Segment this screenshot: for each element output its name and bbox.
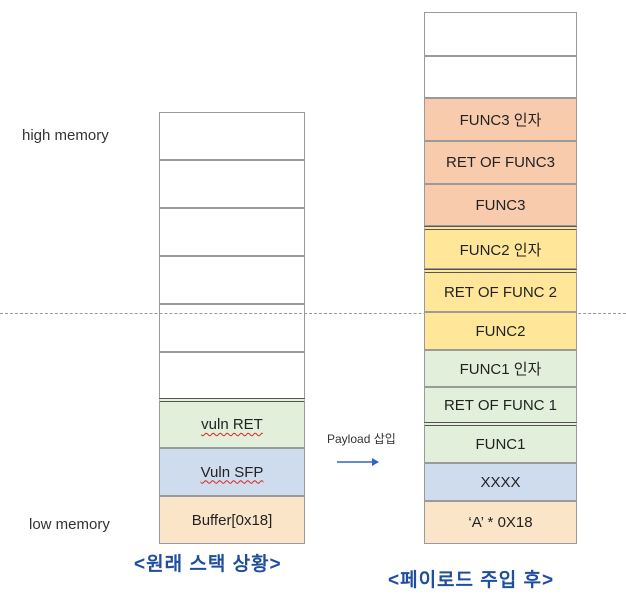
func3-label: FUNC3 xyxy=(475,196,526,214)
xxxx-slot: XXXX xyxy=(424,463,577,501)
ret-func1-label: RET OF FUNC 1 xyxy=(443,396,558,414)
stack-slot-empty xyxy=(159,160,305,208)
func2-arg-label: FUNC2 인자 xyxy=(459,241,542,259)
func2-arg-slot: FUNC2 인자 xyxy=(424,226,577,269)
ret-func3-label: RET OF FUNC3 xyxy=(446,154,555,171)
stack-slot-empty xyxy=(424,12,577,56)
payload-arrow-icon xyxy=(337,458,379,466)
low-memory-label: low memory xyxy=(29,516,110,533)
func3-arg-slot: FUNC3 인자 xyxy=(424,98,577,141)
a-fill-label: ‘A’ * 0X18 xyxy=(468,514,533,531)
stack-slot-empty xyxy=(159,352,305,400)
buffer-slot: Buffer[0x18] xyxy=(159,496,305,544)
memory-divider-line xyxy=(0,313,626,314)
ret-func2-slot: RET OF FUNC 2 xyxy=(424,269,577,312)
stack-slot-empty xyxy=(159,256,305,304)
stack-slot-empty xyxy=(159,208,305,256)
stack-slot-empty xyxy=(424,56,577,98)
ret-func1-slot: RET OF FUNC 1 xyxy=(424,387,577,423)
func1-label: FUNC1 xyxy=(475,435,526,453)
vuln-ret-label: vuln RET xyxy=(201,416,263,433)
payload-label: Payload 삽입 xyxy=(327,432,396,446)
func1-arg-slot: FUNC1 인자 xyxy=(424,350,577,387)
original-stack-caption: <원래 스택 상황> xyxy=(134,554,282,575)
func1-slot: FUNC1 xyxy=(424,422,577,463)
vuln-ret-slot: vuln RET xyxy=(159,398,305,448)
xxxx-label: XXXX xyxy=(480,473,521,491)
stack-slot-empty xyxy=(159,112,305,160)
ret-func2-label: RET OF FUNC 2 xyxy=(443,283,558,301)
vuln-sfp-slot: Vuln SFP xyxy=(159,448,305,496)
func3-arg-label: FUNC3 인자 xyxy=(459,112,542,129)
stack-slot-empty xyxy=(159,304,305,352)
buffer-label: Buffer[0x18] xyxy=(191,511,273,529)
func1-arg-label: FUNC1 인자 xyxy=(459,361,542,378)
func3-slot: FUNC3 xyxy=(424,184,577,226)
vuln-sfp-label: Vuln SFP xyxy=(200,463,264,481)
ret-func3-slot: RET OF FUNC3 xyxy=(424,141,577,184)
a-fill-slot: ‘A’ * 0X18 xyxy=(424,501,577,544)
func2-slot: FUNC2 xyxy=(424,312,577,350)
high-memory-label: high memory xyxy=(22,127,109,144)
payload-stack-caption: <페이로드 주입 후> xyxy=(388,570,555,591)
func2-label: FUNC2 xyxy=(475,322,526,340)
